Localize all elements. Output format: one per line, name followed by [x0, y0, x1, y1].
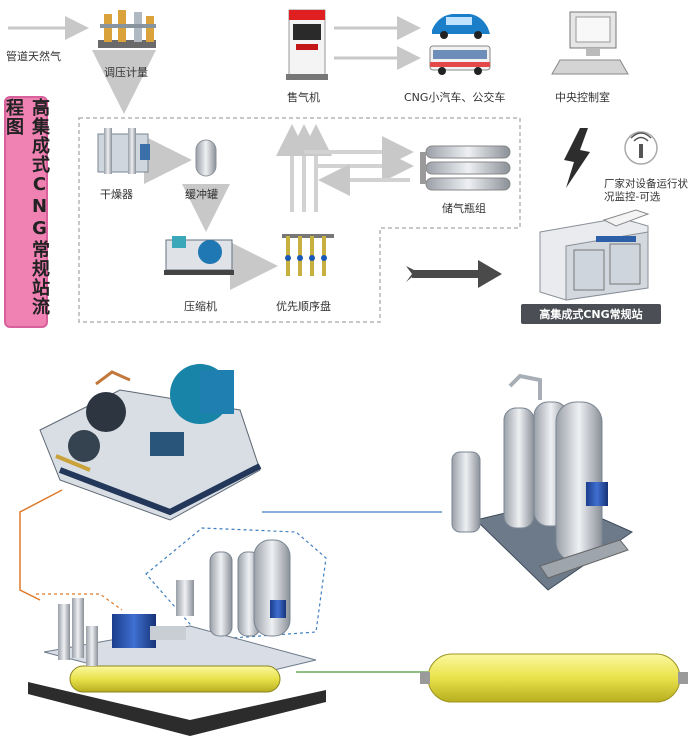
antenna-icon	[624, 131, 658, 165]
integrated-skid-detail	[28, 539, 326, 736]
regulator-skid-icon	[98, 10, 156, 48]
label-regulator: 调压计量	[104, 66, 148, 79]
flow-arrows	[8, 16, 421, 290]
storage-cylinders-icon	[420, 145, 511, 191]
storage-cylinder-detail	[420, 653, 688, 703]
label-control-room: 中央控制室	[555, 91, 610, 104]
signal-bolt-icon	[564, 128, 590, 188]
connector-lines	[19, 489, 442, 673]
label-priority-panel: 优先顺序盘	[276, 300, 331, 313]
label-remote-monitor: 厂家对设备运行状况监控-可选	[604, 178, 688, 203]
priority-lines	[276, 124, 414, 212]
dispenser-icon	[286, 9, 328, 80]
dryer-icon	[97, 128, 150, 174]
car-icon	[432, 14, 490, 39]
diagram-title: 高集成式CNG常规站流程图	[3, 98, 50, 316]
label-dispenser: 售气机	[287, 91, 320, 104]
station-badge: 高集成式CNG常规站	[521, 304, 661, 324]
compressor-detail	[39, 364, 262, 521]
buffer-tank-icon	[195, 139, 217, 177]
station-container-icon	[539, 209, 650, 301]
station-arrow	[406, 260, 502, 288]
bus-icon	[429, 45, 491, 75]
process-boundary	[78, 117, 521, 323]
label-compressor: 压缩机	[184, 300, 217, 313]
priority-panel-icon	[282, 234, 334, 276]
label-pipeline-gas: 管道天然气	[6, 50, 61, 63]
diagram-title-box: 高集成式CNG常规站流程图	[3, 96, 50, 328]
label-buffer-tank: 缓冲罐	[185, 188, 218, 201]
dryer-tower-detail	[451, 373, 634, 591]
computer-icon	[551, 11, 629, 75]
label-storage-group: 储气瓶组	[442, 202, 486, 215]
label-dryer: 干燥器	[100, 188, 133, 201]
compressor-icon	[164, 236, 234, 275]
label-vehicles: CNG小汽车、公交车	[404, 91, 506, 104]
